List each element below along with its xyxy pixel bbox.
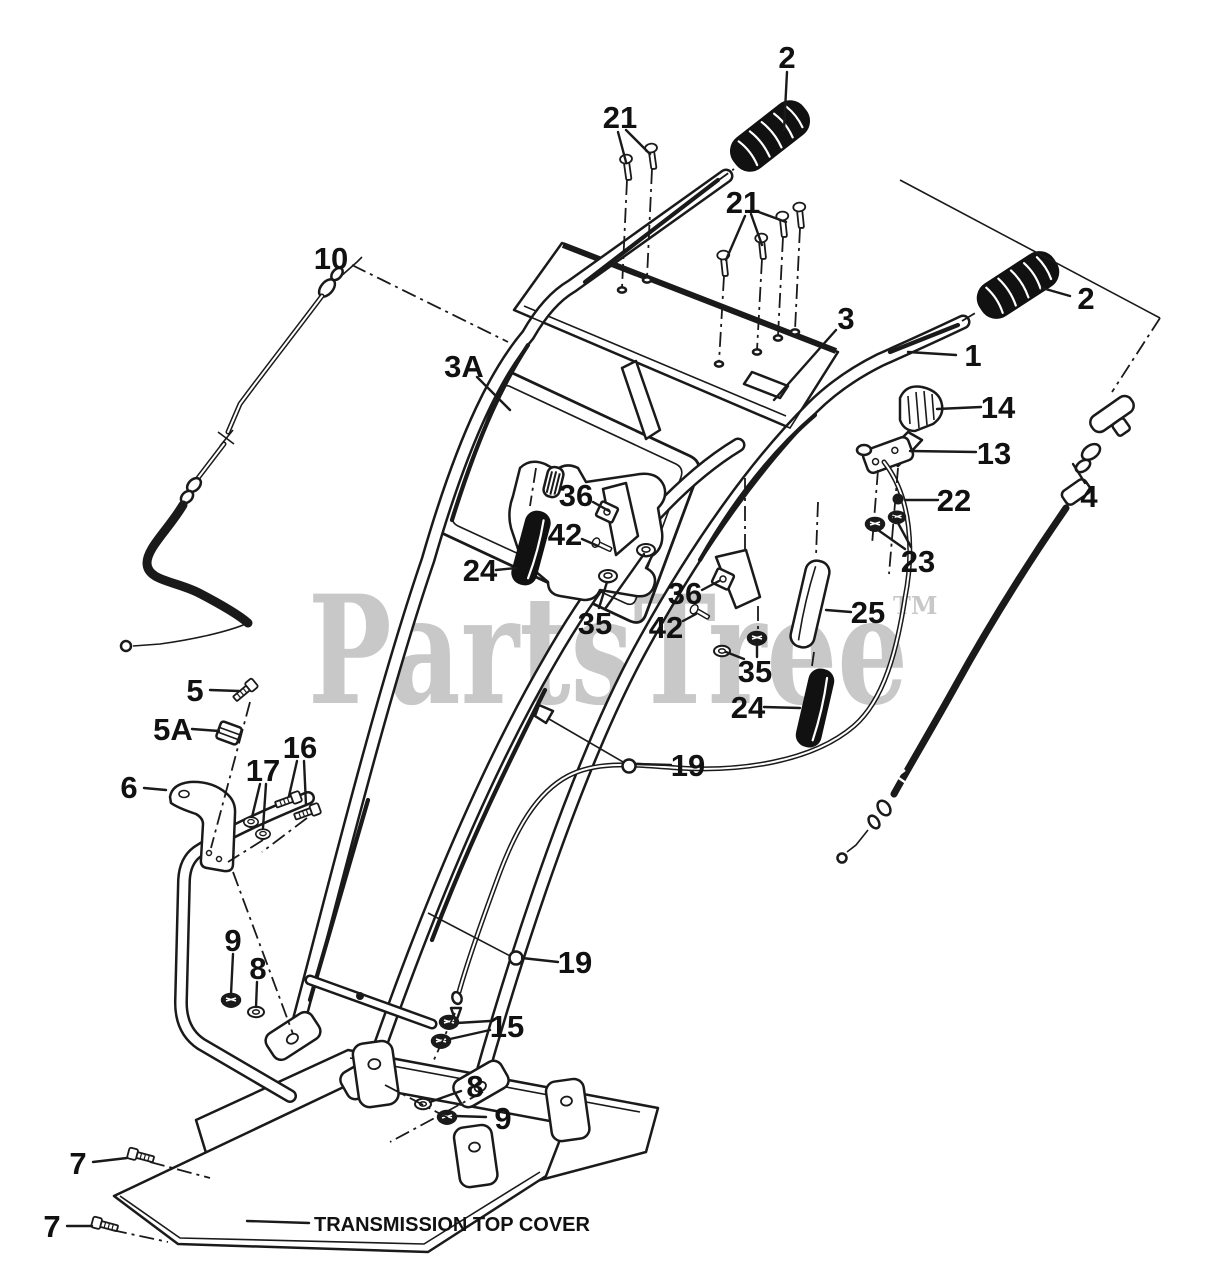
throttle-lever <box>855 385 944 475</box>
callout-5a: 5A <box>153 712 193 747</box>
callout-3: 3 <box>837 301 854 336</box>
control-cable-loop <box>449 459 913 1024</box>
nut-9-left <box>220 992 242 1008</box>
nut-35-left <box>598 569 618 584</box>
washer-8-left <box>247 1005 265 1019</box>
lever-36-right <box>710 548 762 610</box>
nut-23b <box>887 510 907 525</box>
bracket-6 <box>168 780 237 873</box>
assembly-axes <box>111 264 899 1243</box>
callout-36-left: 36 <box>559 478 593 513</box>
cable-left-10 <box>119 256 363 653</box>
grip-2-top <box>729 100 811 172</box>
cover-ears <box>351 1039 591 1189</box>
lever-grip-24-left <box>511 510 551 586</box>
cable-tie-19-upper <box>533 703 637 774</box>
callout-35-left: 35 <box>578 606 612 641</box>
callout-21-left: 21 <box>603 100 637 135</box>
callout-42-right: 42 <box>649 610 683 645</box>
callout-8-left: 8 <box>249 951 266 986</box>
callout-17: 17 <box>246 753 280 788</box>
callout-15: 15 <box>490 1009 524 1044</box>
lever-grip-25 <box>789 559 831 649</box>
lever-grip-24-right <box>795 668 835 748</box>
callout-3a: 3A <box>444 349 484 384</box>
callout-19-lower: 19 <box>558 945 592 980</box>
handlebar-tubes <box>288 168 971 1090</box>
nut-23a <box>864 516 886 532</box>
callout-10: 10 <box>314 241 348 276</box>
callout-24-left: 24 <box>463 553 498 588</box>
callout-19-upper: 19 <box>671 748 705 783</box>
nut-17a <box>243 816 260 829</box>
callout-42-left: 42 <box>548 517 582 552</box>
callout-16: 16 <box>283 730 317 765</box>
grip-2-right <box>976 251 1060 319</box>
callout-13: 13 <box>977 436 1011 471</box>
callout-2-top: 2 <box>778 40 795 75</box>
callout-36-right: 36 <box>668 576 702 611</box>
callout-35-right: 35 <box>738 654 772 689</box>
choke-cable-4 <box>836 179 1161 864</box>
callout-8-right: 8 <box>466 1069 483 1104</box>
callout-5: 5 <box>186 673 203 708</box>
callout-25: 25 <box>851 595 885 630</box>
callout-7-lower: 7 <box>43 1209 60 1244</box>
callout-23: 23 <box>901 544 935 579</box>
tray-3 <box>512 241 840 441</box>
callout-2-right: 2 <box>1077 281 1094 316</box>
nut-17b <box>255 828 272 841</box>
callout-7-upper: 7 <box>69 1146 86 1181</box>
callout-6: 6 <box>120 770 137 805</box>
callout-9-right: 9 <box>494 1101 511 1136</box>
leader-lines <box>65 70 1087 1228</box>
nut-15a <box>438 1014 460 1030</box>
footer-label: TRANSMISSION TOP COVER <box>314 1214 591 1236</box>
nut-35-left2 <box>636 543 656 558</box>
callout-9-left: 9 <box>224 923 241 958</box>
callout-4: 4 <box>1080 479 1098 514</box>
clamp-5a <box>215 720 243 746</box>
callout-14: 14 <box>981 390 1016 425</box>
callout-21-right: 21 <box>726 185 760 220</box>
callout-22: 22 <box>937 483 971 518</box>
lever-36-left <box>594 481 640 557</box>
callout-24-right: 24 <box>731 690 766 725</box>
callout-1: 1 <box>964 338 981 373</box>
callout-labels: 2 21 21 10 3A 3 1 14 2 13 4 22 23 36 42 … <box>43 40 1098 1244</box>
washer-35-right <box>713 644 731 658</box>
